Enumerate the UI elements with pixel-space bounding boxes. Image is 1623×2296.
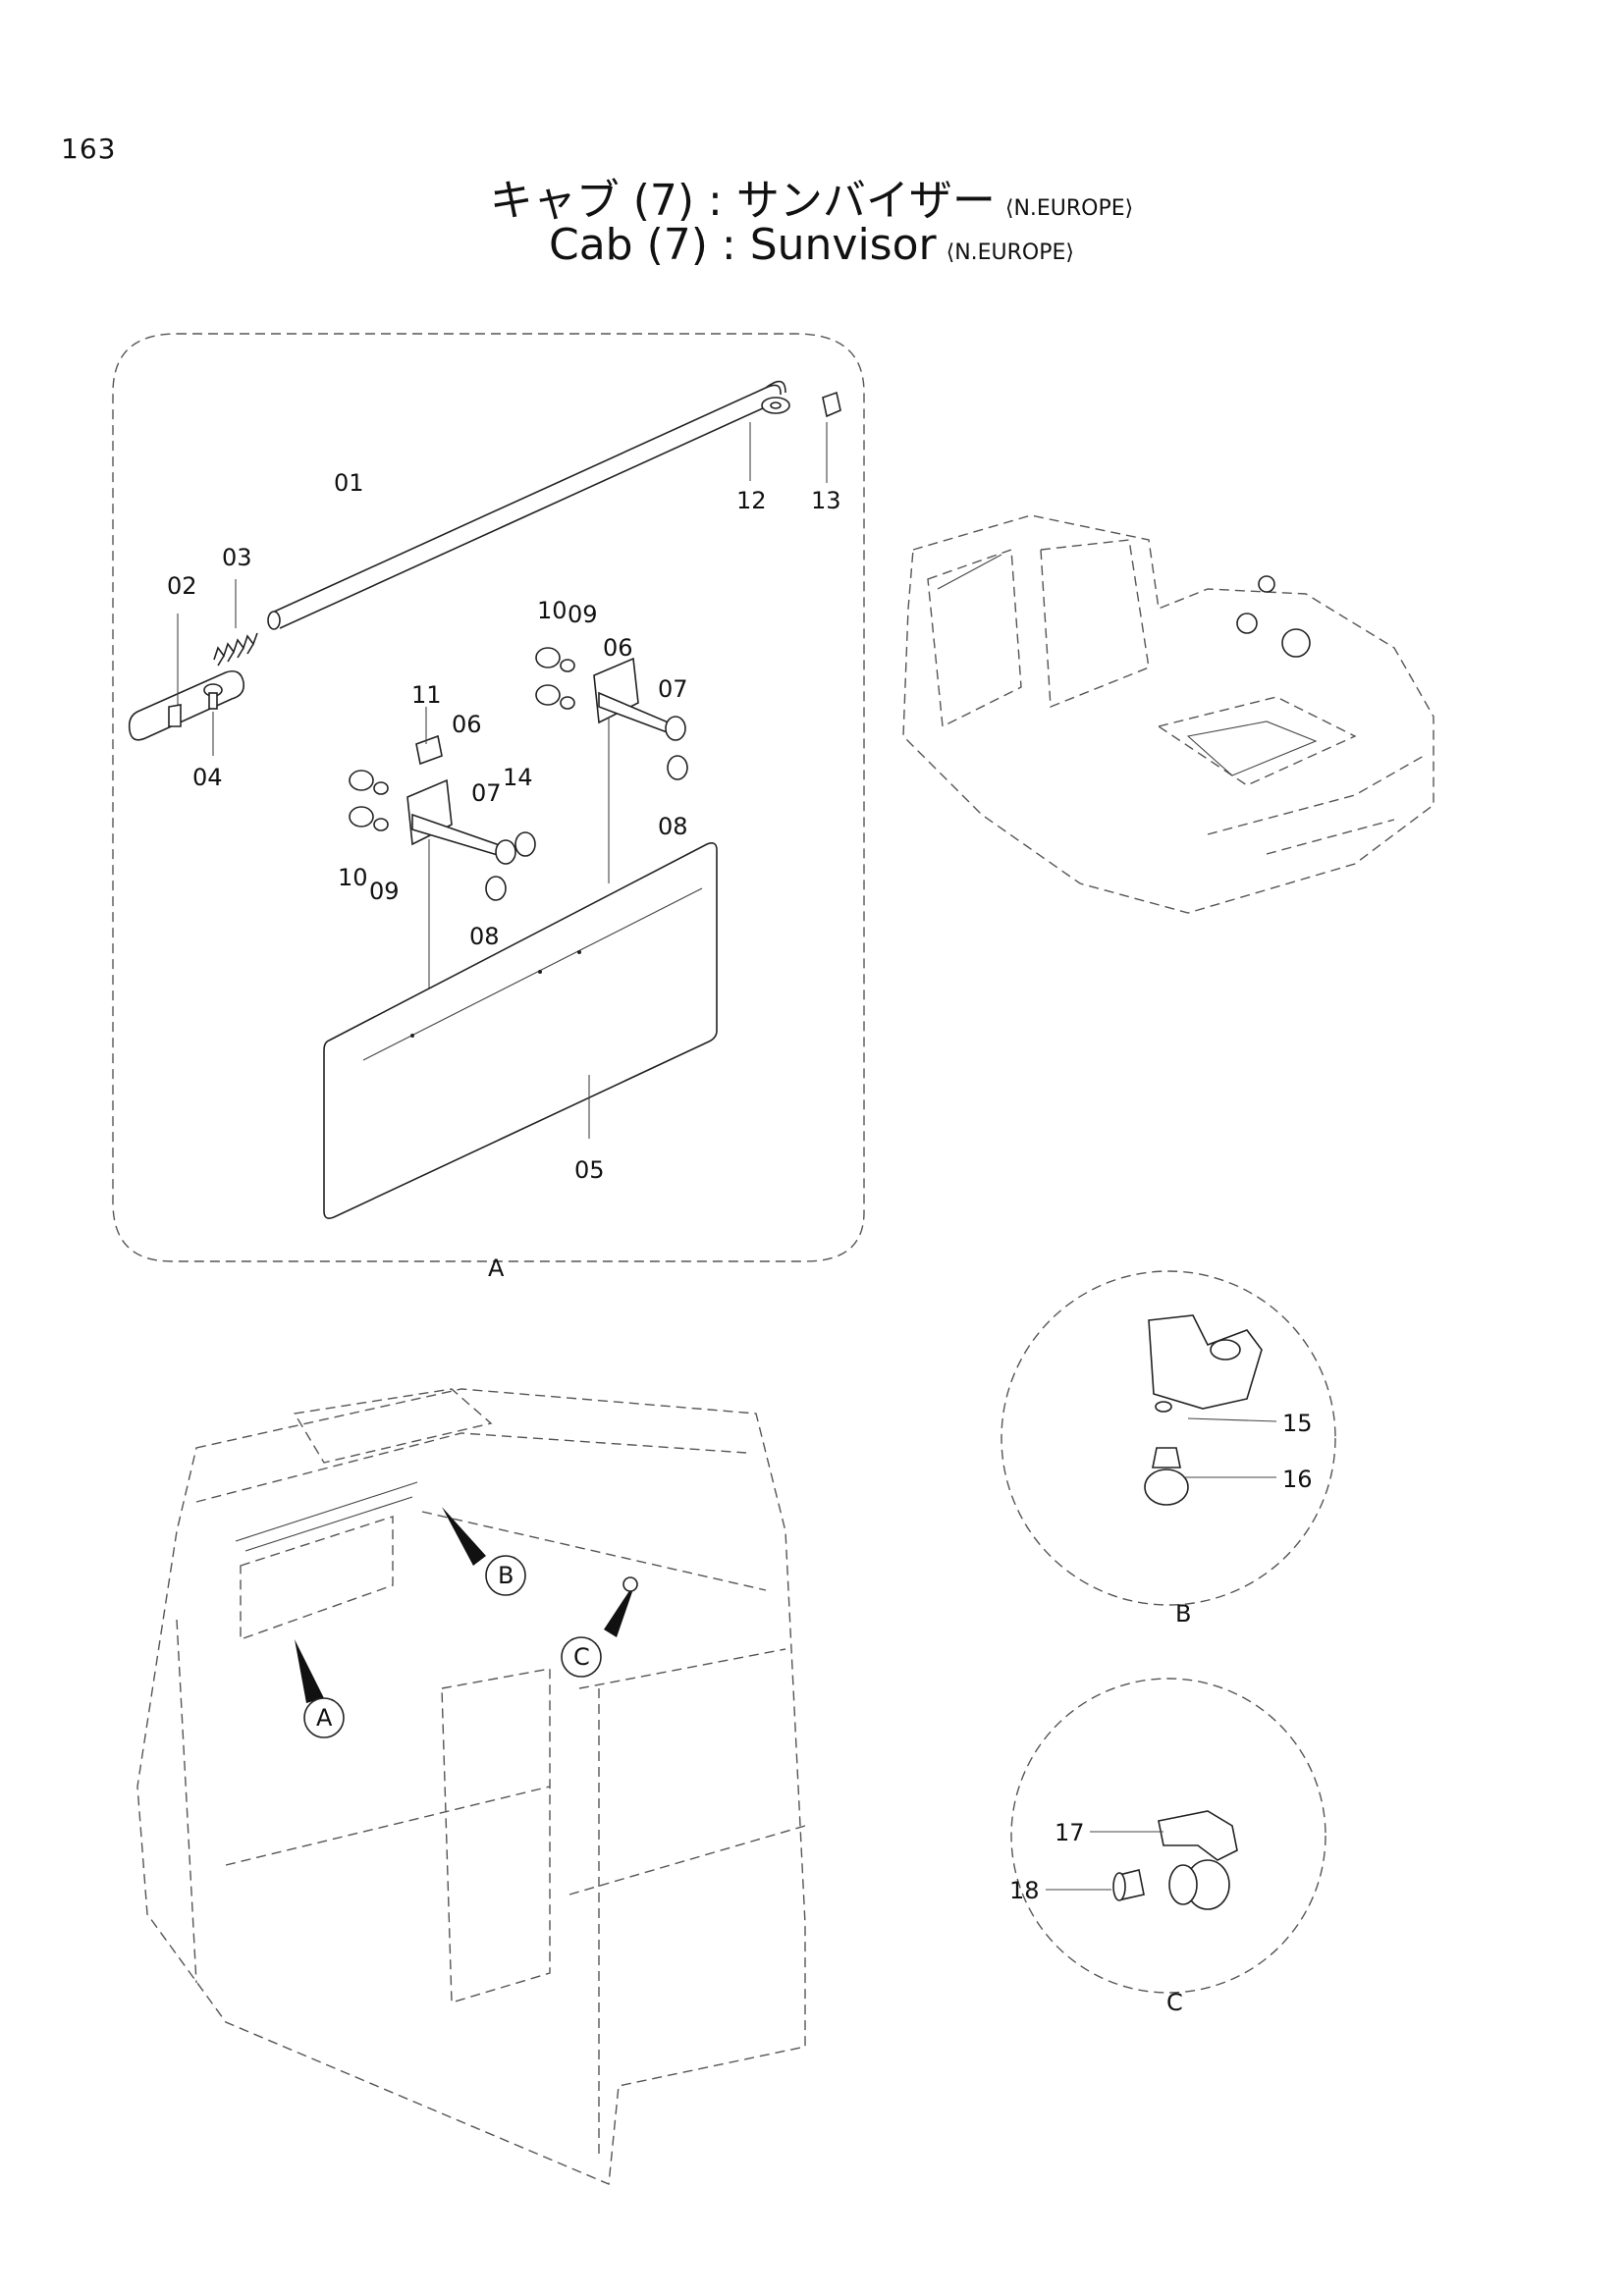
cab-overview (136, 1388, 806, 2186)
callout-05: 05 (574, 1156, 605, 1184)
pointer-a (295, 1639, 345, 1738)
callout-14: 14 (503, 764, 533, 791)
title-en-text: Cab (7) : Sunvisor (548, 220, 937, 270)
callout-07-left: 07 (471, 779, 502, 807)
screw-part-04 (203, 683, 223, 756)
callout-13: 13 (811, 487, 841, 514)
washer-part-12 (749, 397, 790, 481)
pointer-label-a: A (316, 1704, 333, 1732)
rod-part-01 (267, 380, 786, 630)
callout-01: 01 (334, 469, 364, 497)
callout-16: 16 (1282, 1466, 1313, 1493)
callout-10-left: 10 (338, 864, 368, 891)
callout-15: 15 (1282, 1410, 1313, 1437)
pointer-c (561, 1576, 638, 1678)
detail-a-frame (112, 333, 865, 1262)
callout-06-right: 06 (603, 634, 633, 662)
callout-04: 04 (192, 764, 223, 791)
bracket-assembly-left (349, 707, 536, 991)
callout-06-left: 06 (452, 711, 482, 738)
callout-03: 03 (222, 544, 252, 571)
callout-09-left: 09 (369, 878, 400, 905)
callout-18: 18 (1009, 1877, 1040, 1904)
spring-part-03 (213, 579, 258, 667)
callout-09-right: 09 (568, 601, 598, 628)
detail-c-circle (1010, 1678, 1326, 1994)
callout-10-right: 10 (537, 597, 568, 624)
excavator-overview (902, 514, 1434, 914)
pointer-b (442, 1507, 526, 1596)
sunvisor-panel-part-05 (323, 842, 718, 1219)
callout-07-right: 07 (658, 675, 688, 703)
title-japanese: キャブ (7) : サンバイザー ⟨N.EUROPE⟩ (0, 165, 1623, 228)
title-jp-text: キャブ (7) : サンバイザー (489, 176, 996, 226)
region-tag-jp: ⟨N.EUROPE⟩ (1004, 196, 1134, 221)
pointer-label-b: B (498, 1562, 514, 1589)
region-tag-en: ⟨N.EUROPE⟩ (946, 240, 1074, 265)
pointer-label-c: C (573, 1643, 590, 1671)
pin-part-13 (822, 391, 841, 483)
page-number: 163 (61, 133, 117, 165)
callout-12: 12 (736, 487, 767, 514)
detail-label-a: A (488, 1255, 505, 1282)
callout-11: 11 (411, 681, 442, 709)
detail-label-b: B (1175, 1600, 1191, 1628)
detail-label-c: C (1166, 1989, 1183, 2016)
handle-part-02 (128, 614, 245, 741)
title-english: Cab (7) : Sunvisor ⟨N.EUROPE⟩ (0, 220, 1623, 270)
detail-b-circle (1001, 1270, 1336, 1606)
callout-17: 17 (1055, 1819, 1085, 1846)
callout-02: 02 (167, 572, 197, 600)
callout-08-right: 08 (658, 813, 688, 840)
callout-08-left: 08 (469, 923, 500, 950)
bracket-assembly-right (535, 647, 688, 883)
